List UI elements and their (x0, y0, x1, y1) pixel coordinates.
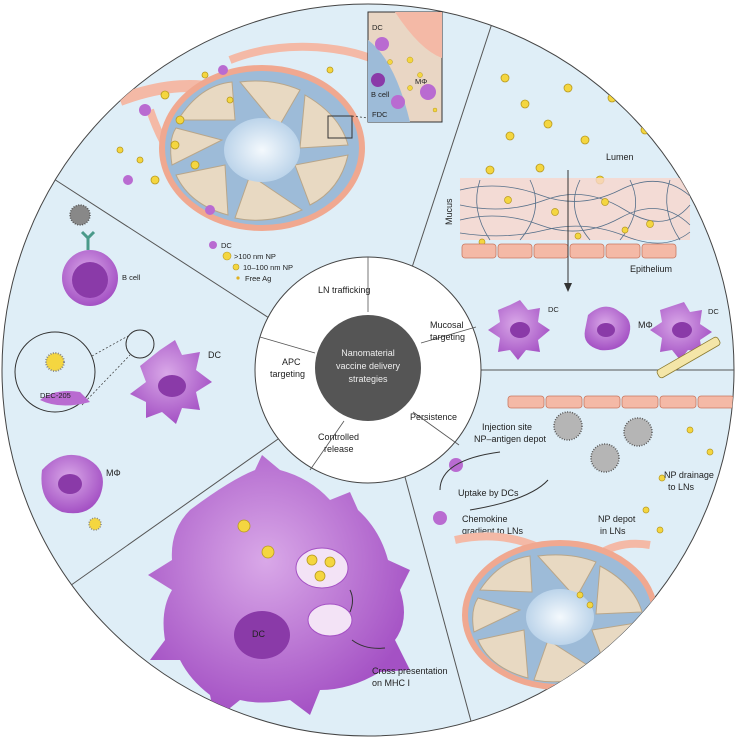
mucosal-dc2-label: DC (708, 307, 719, 316)
endosome (295, 547, 349, 589)
inset-mphi-label: MΦ (415, 77, 427, 86)
endosome-particles (237, 519, 336, 582)
apc-targeting-panel: B cell DEC-205 DC MΦ (14, 204, 221, 531)
chemokine-label-1: Chemokine (462, 514, 508, 524)
dc-legend-icon (209, 241, 217, 249)
persistence-panel: Injection site NP–antigen depot Uptake b… (433, 336, 734, 690)
zoom-circle-small (125, 329, 155, 359)
np-antigen-depot (553, 411, 653, 473)
center-line-1: Nanomaterial (341, 348, 395, 358)
ln-trafficking-panel: DC B cell MΦ FDC DC >100 nm NP 10–100 nm… (72, 11, 443, 283)
ring-mucosal-1: Mucosal (430, 320, 464, 330)
epithelium-cells (461, 243, 677, 259)
injection-label-1: Injection site (482, 422, 532, 432)
vessel-top (228, 42, 377, 64)
mucosal-dc-2 (650, 302, 712, 360)
apc-mphi-label: MΦ (106, 468, 121, 478)
center-line-2: vaccine delivery (336, 361, 401, 371)
mucosal-dc-1 (488, 300, 550, 360)
b-cell-nucleus (72, 262, 108, 298)
legend-small-np: 10–100 nm NP (243, 263, 293, 272)
divider-bottom-left (49, 419, 306, 601)
apc-dc-label: DC (208, 350, 221, 360)
legend-free-ag: Free Ag (245, 274, 271, 283)
dc-cells (123, 65, 228, 215)
injection-skin (507, 395, 734, 409)
cross-presentation-label-1: Cross presentation (372, 666, 448, 676)
lymph-node-follicles (170, 80, 349, 221)
chemokine-label-2: gradient to LNs (462, 526, 524, 536)
controlled-release-panel: DC Cross presentation on MHC I (148, 455, 448, 720)
ring-controlled-2: release (324, 444, 354, 454)
persist-dc-2 (433, 511, 447, 525)
uptake-arrow (439, 451, 501, 491)
b-cell-receptor (80, 230, 96, 250)
injection-label-2: NP–antigen depot (474, 434, 547, 444)
legend-large-np: >100 nm NP (234, 252, 276, 261)
ring-apc-1: APC (282, 357, 301, 367)
large-np-legend-icon (222, 251, 232, 261)
mucosal-mphi (584, 306, 631, 351)
ln-inset: DC B cell MΦ FDC (367, 11, 443, 123)
ring-ln-trafficking: LN trafficking (318, 285, 370, 295)
cross-presentation-label-2: on MHC I (372, 678, 410, 688)
divider-left (39, 169, 301, 339)
depot-label-2: in LNs (600, 526, 626, 536)
big-dc-nucleus (234, 611, 290, 659)
b-cell-np (69, 204, 91, 226)
center-line-3: strategies (348, 374, 388, 384)
big-dc-body (148, 455, 410, 720)
inset-fdc (391, 95, 405, 109)
dec205-label: DEC-205 (40, 391, 71, 400)
proteasome-region (307, 603, 353, 637)
mucosal-panel: Lumen Mucus (444, 73, 719, 360)
small-np-legend-icon (232, 263, 240, 271)
drainage-label-2: to LNs (668, 482, 695, 492)
ring-persistence: Persistence (410, 412, 457, 422)
inset-mphi (420, 84, 436, 100)
inset-dc (375, 37, 389, 51)
mucus-particles (478, 196, 654, 246)
center-disk (315, 315, 421, 421)
inset-dc-label: DC (372, 23, 383, 32)
drainage-label-1: NP drainage (664, 470, 714, 480)
drainage-particles (642, 426, 714, 534)
zoom-box (327, 115, 353, 139)
big-dc-label: DC (252, 629, 265, 639)
ring-apc-2: targeting (270, 369, 305, 379)
lumen-label: Lumen (606, 152, 634, 162)
free-ag-legend-icon (236, 276, 240, 280)
ln-legend: DC >100 nm NP 10–100 nm NP Free Ag (209, 241, 293, 283)
epithelium-label: Epithelium (630, 264, 672, 274)
lymph-node-core (224, 118, 300, 182)
zoom-np (45, 352, 65, 372)
divider-top-right (401, 4, 499, 299)
mucosal-dc1-label: DC (548, 305, 559, 314)
divider-bottom-right (394, 439, 476, 736)
b-cell-label: B cell (122, 273, 141, 282)
ring-mucosal-2: targeting (430, 332, 465, 342)
syringe (656, 336, 721, 379)
mucus-label: Mucus (444, 198, 454, 225)
inset-b-cell-label: B cell (371, 90, 390, 99)
inset-b-cell (371, 73, 385, 87)
lymph-node-2-core (526, 589, 594, 645)
legend-dc: DC (221, 241, 232, 250)
inset-fdc-label: FDC (372, 110, 388, 119)
mucosal-mphi-label: MΦ (638, 320, 653, 330)
uptake-label: Uptake by DCs (458, 488, 519, 498)
ring-controlled-1: Controlled (318, 432, 359, 442)
mucus-fibers (459, 179, 691, 244)
depot-label-1: NP depot (598, 514, 636, 524)
